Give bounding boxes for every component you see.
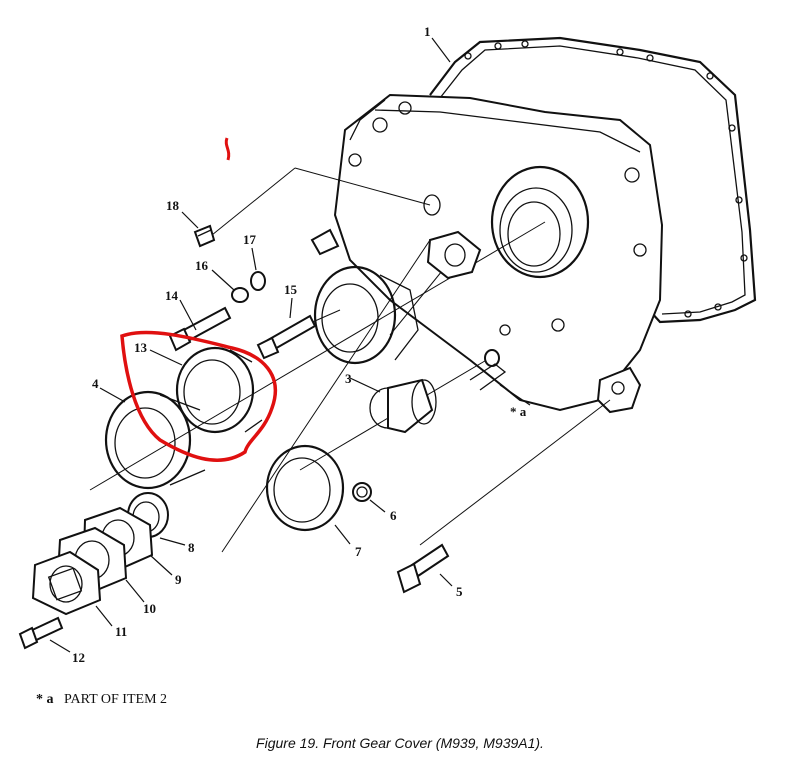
callout-17: 17 [243,232,257,247]
callout-11: 11 [115,624,127,639]
callout-1: 1 [424,24,431,39]
cap-screw-item-15 [256,314,317,360]
cap-screw-item-5 [396,543,450,594]
washer-item-17 [250,271,266,291]
cover-item-11 [31,550,102,616]
callout-13: 13 [134,340,148,355]
callout-star-a: * a [510,404,527,419]
callout-15: 15 [284,282,298,297]
dowel-pin-part-of-2 [469,349,507,391]
callout-18: 18 [166,198,180,213]
callout-4: 4 [92,376,99,391]
footnote-marker: * a [36,692,54,707]
callout-10: 10 [143,601,156,616]
cap-screw-item-12 [18,616,64,650]
bushing-item-3 [369,378,437,434]
seal-housing-item-4 [104,390,206,490]
callout-5: 5 [456,584,463,599]
callout-14: 14 [165,288,179,303]
red-pen-stroke [224,137,231,161]
plug-item-6 [352,482,372,502]
gasket-holes [464,40,748,318]
figure-caption: Figure 19. Front Gear Cover (M939, M939A… [256,735,544,751]
footnote-text: PART OF ITEM 2 [64,692,168,707]
flange-plate [426,230,482,280]
gasket-item-1 [429,36,757,324]
callout-9: 9 [175,572,182,587]
callout-labels: 1 3 4 5 6 7 8 9 10 11 12 13 14 15 16 17 … [72,24,527,665]
red-highlight-loop [120,330,278,462]
seal-ring-item-7 [265,444,345,532]
set-screw-item-18 [193,224,216,248]
oil-seal-item-13 [175,346,263,434]
callout-12: 12 [72,650,85,665]
cap-screw-item-14 [168,306,232,352]
callout-3: 3 [345,371,352,386]
adapter-ring [313,265,419,365]
callout-6: 6 [390,508,397,523]
callout-16: 16 [195,258,209,273]
callout-8: 8 [188,540,195,555]
callout-7: 7 [355,544,362,559]
footnote: * a PART OF ITEM 2 [36,692,167,708]
front-gear-cover [333,93,664,414]
washer-item-16 [231,287,249,303]
callout-leaders [49,37,531,653]
dowel-left [310,228,340,256]
